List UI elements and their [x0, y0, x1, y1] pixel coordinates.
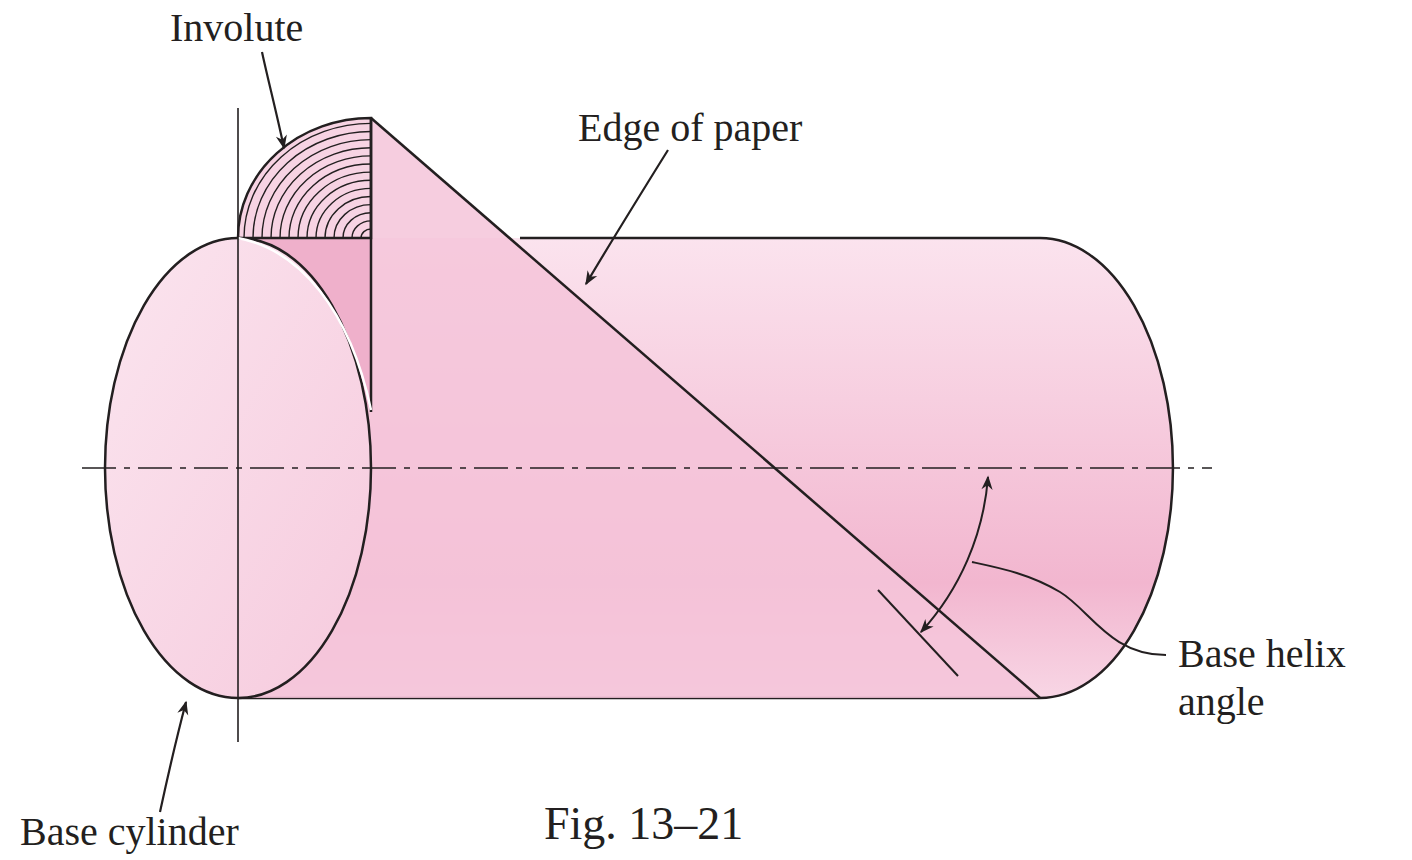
angle-arc [921, 477, 988, 632]
helix-start [238, 238, 371, 410]
hatch-arc [244, 123, 371, 238]
hatch-arc [334, 205, 371, 238]
part-label: Involute [170, 4, 303, 52]
figure-caption: Fig. 13–21 [544, 796, 743, 851]
hatch-arc [361, 229, 371, 238]
hatch-arc [271, 148, 371, 238]
part-label: Base cylinder [20, 808, 239, 856]
hatch-arc [343, 213, 371, 238]
part-label: Base helix angle [1178, 630, 1393, 726]
hatch-arc [262, 140, 371, 238]
cylinder-edge [520, 237, 1040, 240]
hatch-arc [307, 180, 371, 238]
leader-line [160, 702, 186, 812]
hatch-arc [316, 188, 371, 238]
involute-hatching [244, 123, 371, 238]
hatch-arc [352, 221, 371, 238]
tangent-line [878, 590, 958, 676]
paper-edge [371, 118, 1040, 698]
involute-region [238, 118, 371, 238]
leader-line [972, 562, 1166, 655]
part-label: Edge of paper [578, 104, 802, 152]
center-line [237, 108, 239, 742]
leader-line [586, 150, 668, 284]
hatch-arc [298, 172, 371, 238]
hatch-arc [253, 132, 371, 238]
leader-line [262, 52, 284, 148]
hatch-arc [289, 164, 371, 238]
paper-fold [370, 118, 373, 412]
axis-line [82, 467, 1212, 469]
